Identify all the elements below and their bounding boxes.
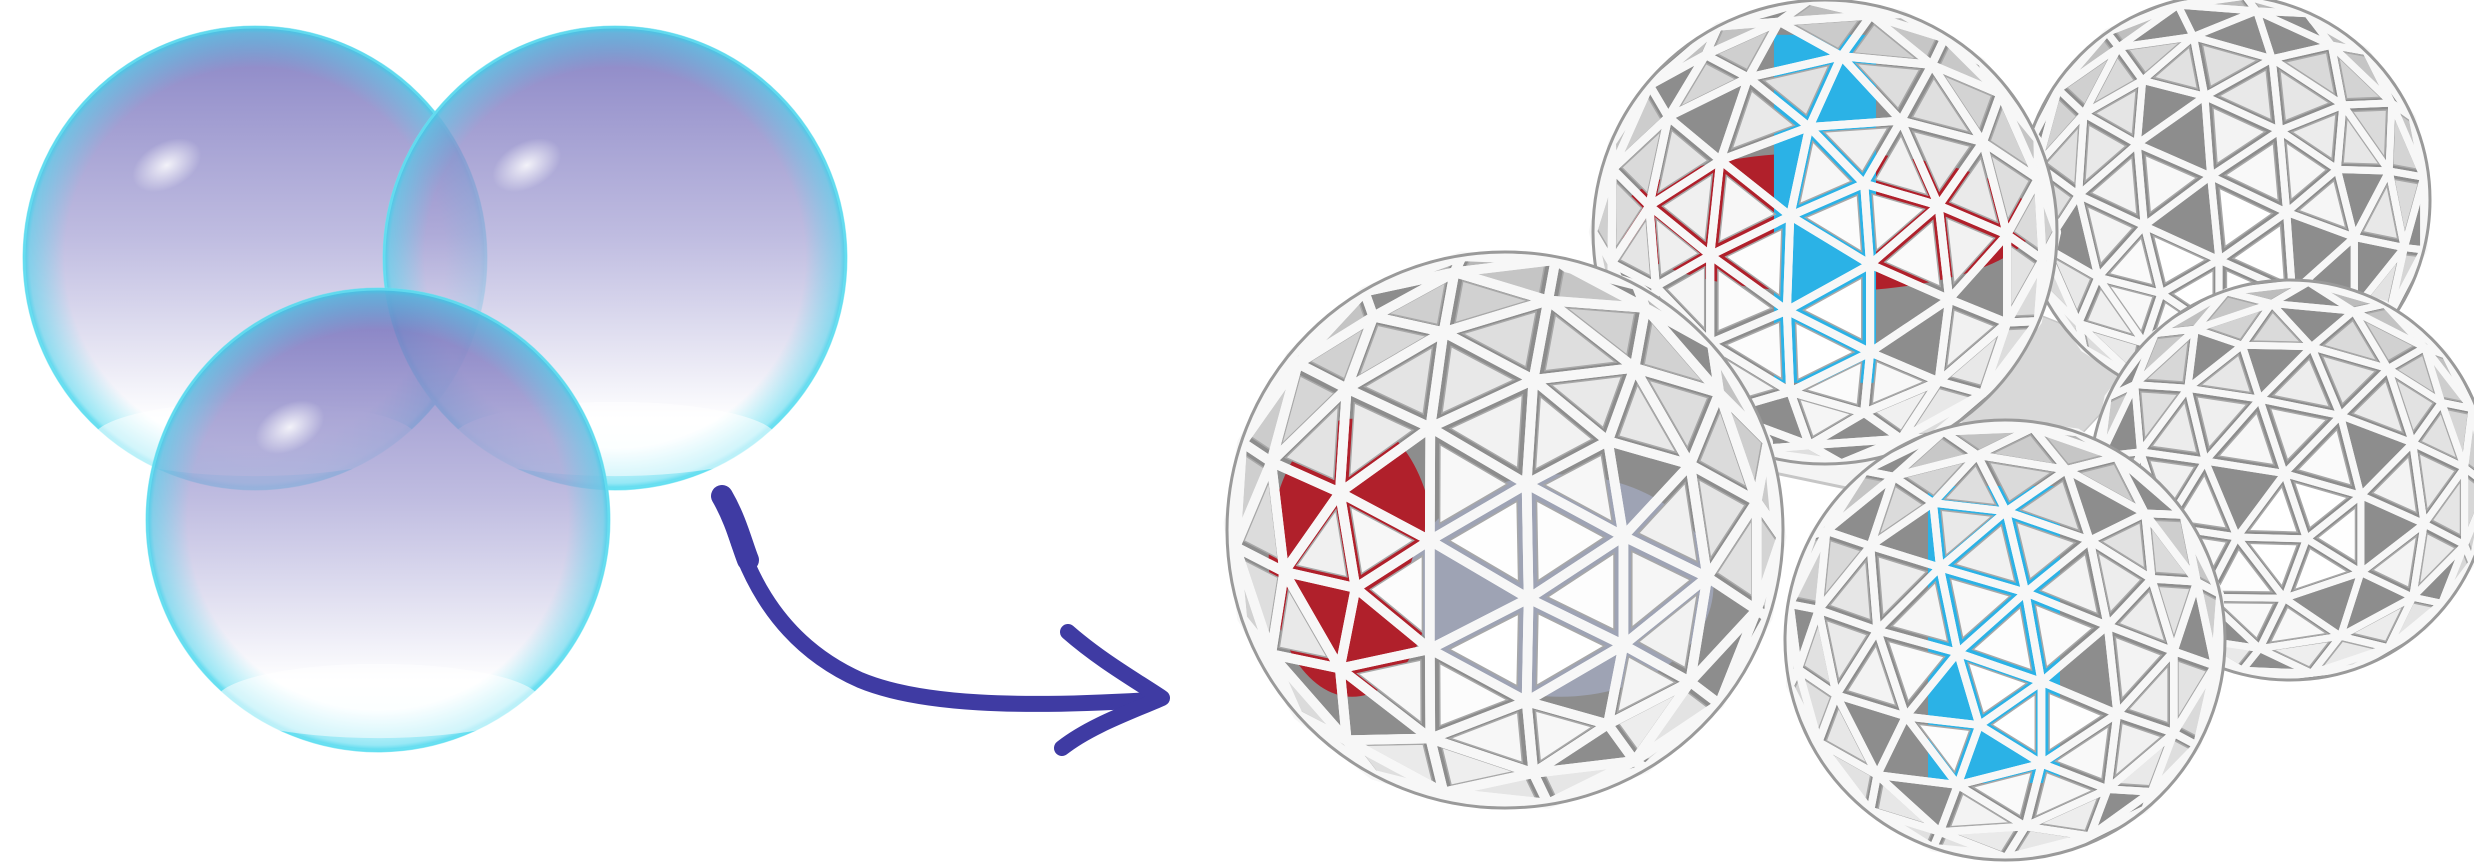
bubble: [146, 288, 610, 752]
geodesic-sphere: [1227, 252, 1783, 808]
geodesic-sphere-cluster: [1227, 0, 2474, 860]
bubble-bottom-glow: [216, 664, 541, 738]
geodesic-sphere: [1785, 420, 2225, 860]
bubble-cluster: [23, 26, 847, 752]
curved-arrow-right-icon: [722, 496, 1162, 748]
